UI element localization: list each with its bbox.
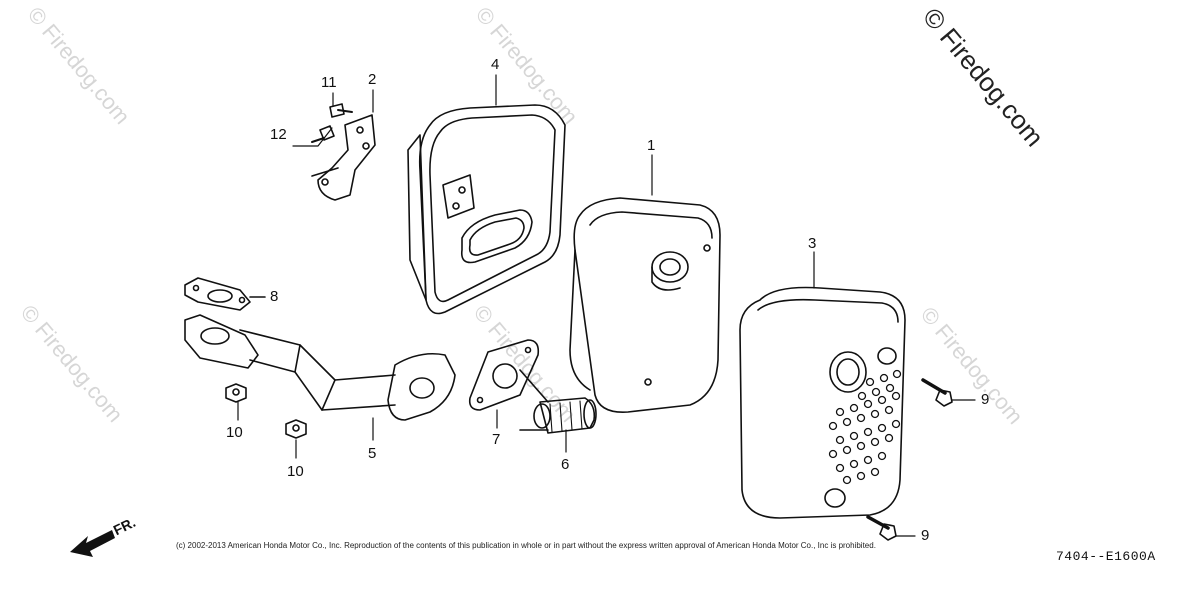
part-number-6: 6 [561,456,570,473]
part-number-9-upper: 9 [981,391,990,408]
part-number-7: 7 [492,431,501,448]
bolt-9-lower [866,515,897,541]
muffler-gasket-7 [468,339,540,411]
bolt-11 [329,103,353,118]
bolt-9-upper [921,378,953,407]
front-direction-arrow [70,530,115,557]
part-number-11: 11 [321,74,337,91]
part-number-3: 3 [808,235,817,252]
part-number-4: 4 [491,56,500,73]
leader-lines [237,74,976,537]
muffler-cover [739,286,906,519]
part-number-10-right: 10 [287,463,304,480]
part-number-8: 8 [270,288,279,305]
spark-arrester [519,369,597,434]
muffler-protector [407,104,566,315]
bolt-12 [311,125,335,143]
nut-10-left [225,383,247,403]
copyright-notice: (c) 2002-2013 American Honda Motor Co., … [176,541,876,550]
nut-10-right [285,419,307,439]
diagram-code: 7404--E1600A [1056,549,1156,564]
exhaust-gasket-8 [184,277,266,311]
muffler-body [569,197,721,413]
part-number-1: 1 [647,137,656,154]
muffler-bracket [311,114,376,201]
part-number-2: 2 [368,71,377,88]
part-number-10-left: 10 [226,424,243,441]
part-number-5: 5 [368,445,377,462]
part-number-12: 12 [270,126,287,143]
exhaust-pipe [184,314,456,421]
part-number-9-lower: 9 [921,527,930,544]
